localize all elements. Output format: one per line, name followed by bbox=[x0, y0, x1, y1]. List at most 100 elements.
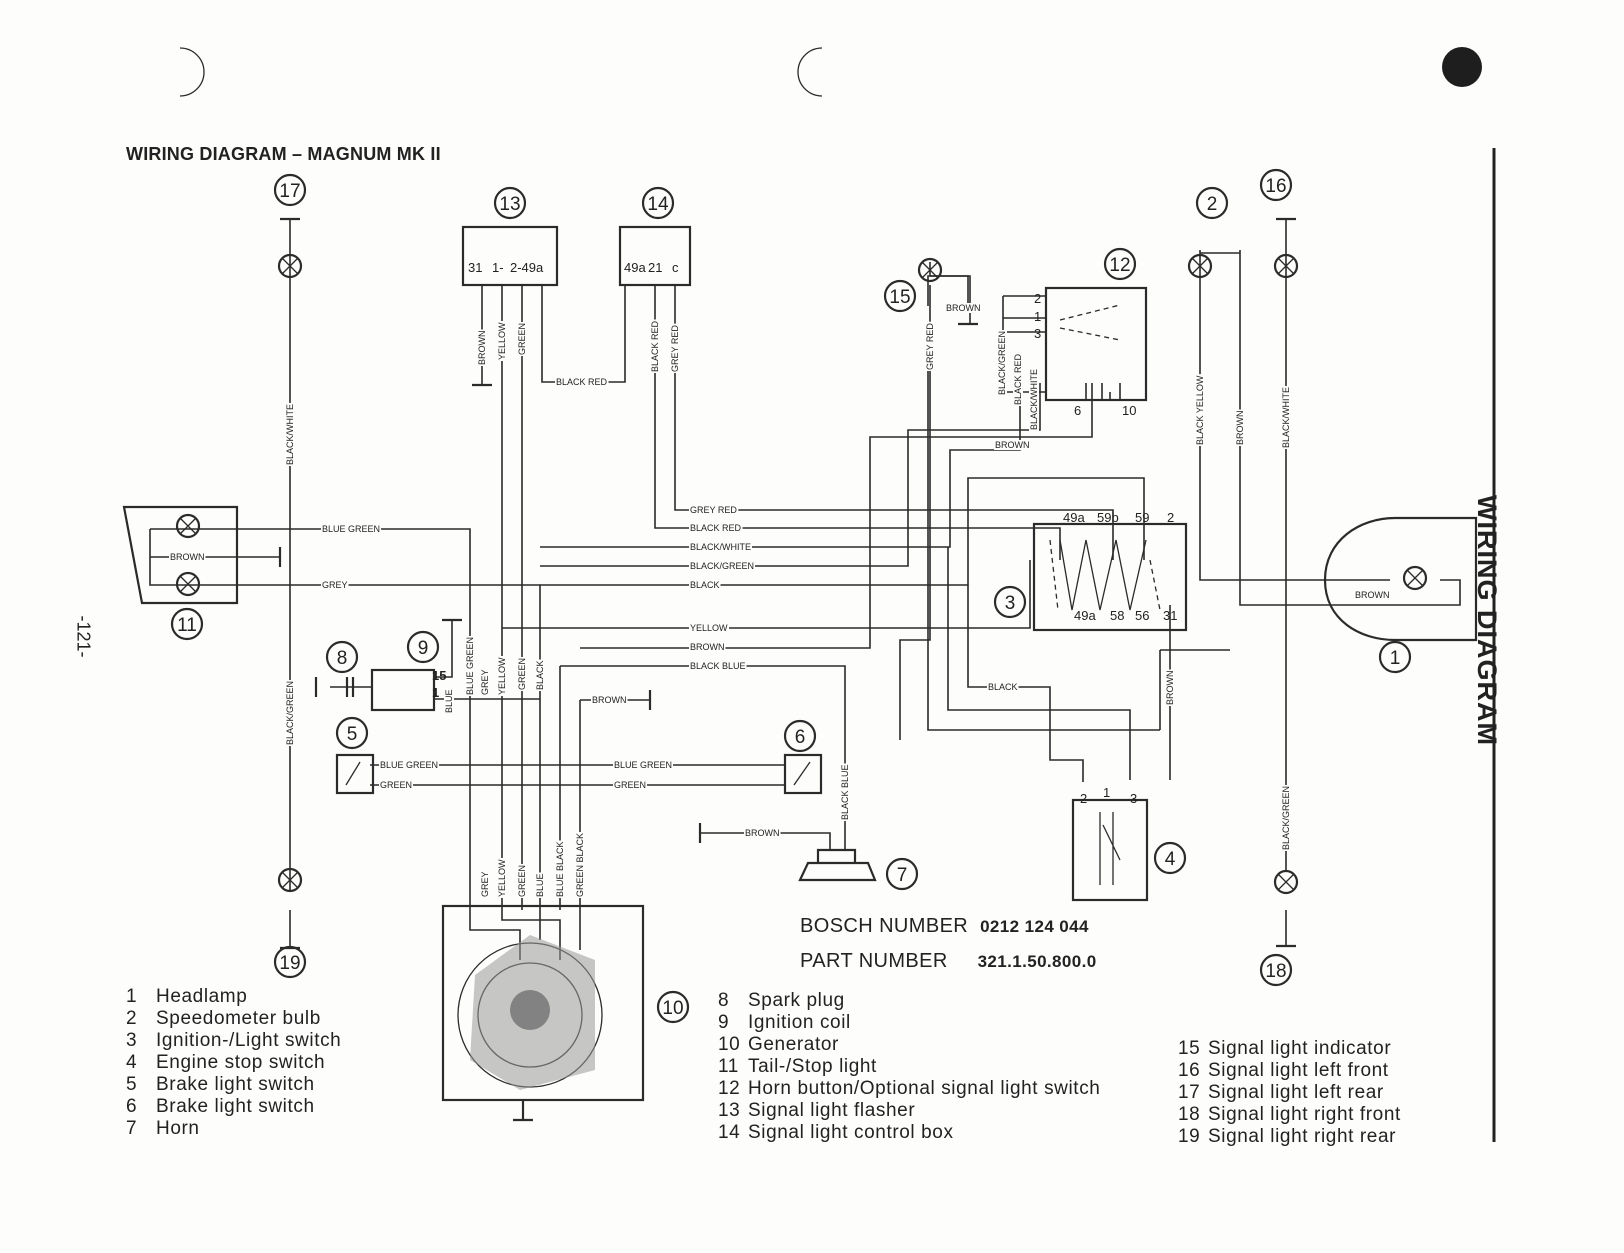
wl-black-red: BLACK RED bbox=[690, 523, 742, 533]
wl-yellow-gen: YELLOW bbox=[497, 859, 507, 897]
legend-text: Signal light flasher bbox=[748, 1100, 916, 1121]
signal-light-control-box bbox=[618, 225, 692, 287]
wl-black-white: BLACK/WHITE bbox=[285, 404, 295, 465]
component-number-10: 10 bbox=[656, 990, 690, 1024]
bosch-number: BOSCH NUMBER 0212 124 044 bbox=[800, 915, 1089, 938]
legend-number: 5 bbox=[126, 1074, 138, 1095]
component-number-7: 7 bbox=[885, 857, 919, 891]
t9-15: 15 bbox=[432, 668, 446, 683]
t13-1: 1- bbox=[492, 260, 504, 275]
legend-text: Signal light indicator bbox=[1208, 1038, 1392, 1059]
legend-text: Ignition-/Light switch bbox=[156, 1030, 342, 1051]
t12-10: 10 bbox=[1122, 403, 1136, 418]
wl-black-white-12: BLACK/WHITE bbox=[1029, 369, 1039, 430]
component-number-4: 4 bbox=[1153, 841, 1187, 875]
legend-item: 13 Signal light flasher bbox=[718, 1100, 1100, 1122]
legend-number: 12 bbox=[718, 1078, 741, 1099]
svg-text:11: 11 bbox=[177, 615, 197, 636]
wl-black-green: BLACK/GREEN bbox=[285, 681, 295, 745]
component-number-15: 15 bbox=[883, 279, 917, 313]
generator bbox=[441, 904, 645, 1122]
wire-labels: BLUE GREEN BROWN GREY GREY RED BLACK RED… bbox=[169, 303, 1391, 898]
wl-blue-green-11: BLUE GREEN bbox=[322, 524, 380, 534]
svg-text:14: 14 bbox=[647, 194, 669, 215]
t3-49a-top: 49a bbox=[1063, 510, 1085, 525]
legend-number: 3 bbox=[126, 1030, 138, 1051]
wl-grey-red-15: GREY RED bbox=[925, 323, 935, 370]
wl-green-black-gen: GREEN BLACK bbox=[575, 833, 585, 897]
wl-black-green2: BLACK/GREEN bbox=[690, 561, 754, 571]
t3-59: 59 bbox=[1135, 510, 1149, 525]
t3-59b: 59b bbox=[1097, 510, 1119, 525]
component-number-11: 11 bbox=[170, 607, 204, 641]
svg-text:6: 6 bbox=[795, 727, 806, 748]
wl-green-gen: GREEN bbox=[517, 865, 527, 897]
part-number: PART NUMBER 321.1.50.800.0 bbox=[800, 950, 1097, 973]
wl-black: BLACK bbox=[690, 580, 720, 590]
wl-yellow-v: YELLOW bbox=[497, 657, 507, 695]
wl-black-green-18: BLACK/GREEN bbox=[1281, 786, 1291, 850]
svg-text:12: 12 bbox=[1109, 255, 1130, 276]
wl-brown-3: BROWN bbox=[1165, 671, 1175, 706]
wl-black-yellow: BLACK YELLOW bbox=[1195, 375, 1205, 445]
wl-blue-green-6: BLUE GREEN bbox=[614, 760, 672, 770]
component-number-13: 13 bbox=[493, 186, 527, 220]
t9-1: 1 bbox=[432, 685, 439, 700]
legend-text: Headlamp bbox=[156, 986, 248, 1007]
wl-black-stop: BLACK bbox=[988, 682, 1018, 692]
wl-blue-gen: BLUE bbox=[535, 873, 545, 897]
legend-number: 1 bbox=[126, 986, 138, 1007]
wl-black-green-12: BLACK/GREEN bbox=[997, 331, 1007, 395]
legend-number: 10 bbox=[718, 1034, 741, 1055]
wl-brown-mid: BROWN bbox=[690, 642, 725, 652]
component-number-12: 12 bbox=[1103, 247, 1137, 281]
horn-button-switch bbox=[1044, 286, 1148, 402]
headlamp bbox=[1323, 516, 1478, 642]
legend-text: Signal light right rear bbox=[1208, 1126, 1397, 1147]
wl-brown-ground: BROWN bbox=[592, 695, 627, 705]
legend-item: 8 Spark plug bbox=[718, 990, 1100, 1012]
page-title: WIRING DIAGRAM – MAGNUM MK II bbox=[126, 144, 441, 164]
t3-31: 31 bbox=[1163, 608, 1177, 623]
wl-blue-green-v: BLUE GREEN bbox=[465, 637, 475, 695]
svg-text:2: 2 bbox=[1207, 194, 1218, 215]
wl-brown-12: BROWN bbox=[995, 440, 1030, 450]
bosch-label: BOSCH NUMBER bbox=[800, 915, 969, 937]
legend-text: Speedometer bulb bbox=[156, 1008, 321, 1029]
wl-grey-red: GREY RED bbox=[690, 505, 737, 515]
wl-blue-black-gen: BLUE BLACK bbox=[555, 841, 565, 897]
legend-number: 8 bbox=[718, 990, 730, 1011]
wires bbox=[237, 217, 1461, 960]
wl-black-red-13: BLACK RED bbox=[556, 377, 608, 387]
legend-number: 17 bbox=[1178, 1082, 1201, 1103]
t12-6: 6 bbox=[1074, 403, 1081, 418]
svg-text:18: 18 bbox=[1265, 961, 1286, 982]
wl-blue-9: BLUE bbox=[444, 689, 454, 713]
t3-58: 58 bbox=[1110, 608, 1124, 623]
wl-green-v: GREEN bbox=[517, 658, 527, 690]
legend-text: Signal light control box bbox=[748, 1122, 954, 1143]
component-number-8: 8 bbox=[325, 640, 359, 674]
wl-blue-green-5: BLUE GREEN bbox=[380, 760, 438, 770]
legend-number: 6 bbox=[126, 1096, 138, 1117]
legend-number: 11 bbox=[718, 1056, 739, 1077]
wl-brown-horn: BROWN bbox=[745, 828, 780, 838]
legend-number: 15 bbox=[1178, 1038, 1201, 1059]
component-number-17: 17 bbox=[273, 173, 307, 207]
legend-text: Spark plug bbox=[748, 990, 845, 1011]
legend-number: 13 bbox=[718, 1100, 741, 1121]
wl-green-13: GREEN bbox=[517, 323, 527, 355]
legend-text: Ignition coil bbox=[748, 1012, 851, 1033]
wl-green-5: GREEN bbox=[380, 780, 412, 790]
wl-brown-11: BROWN bbox=[170, 552, 205, 562]
t13-31: 31 bbox=[468, 260, 482, 275]
component-number-1: 1 bbox=[1378, 640, 1412, 674]
legend-number: 19 bbox=[1178, 1126, 1201, 1147]
t3-56: 56 bbox=[1135, 608, 1149, 623]
